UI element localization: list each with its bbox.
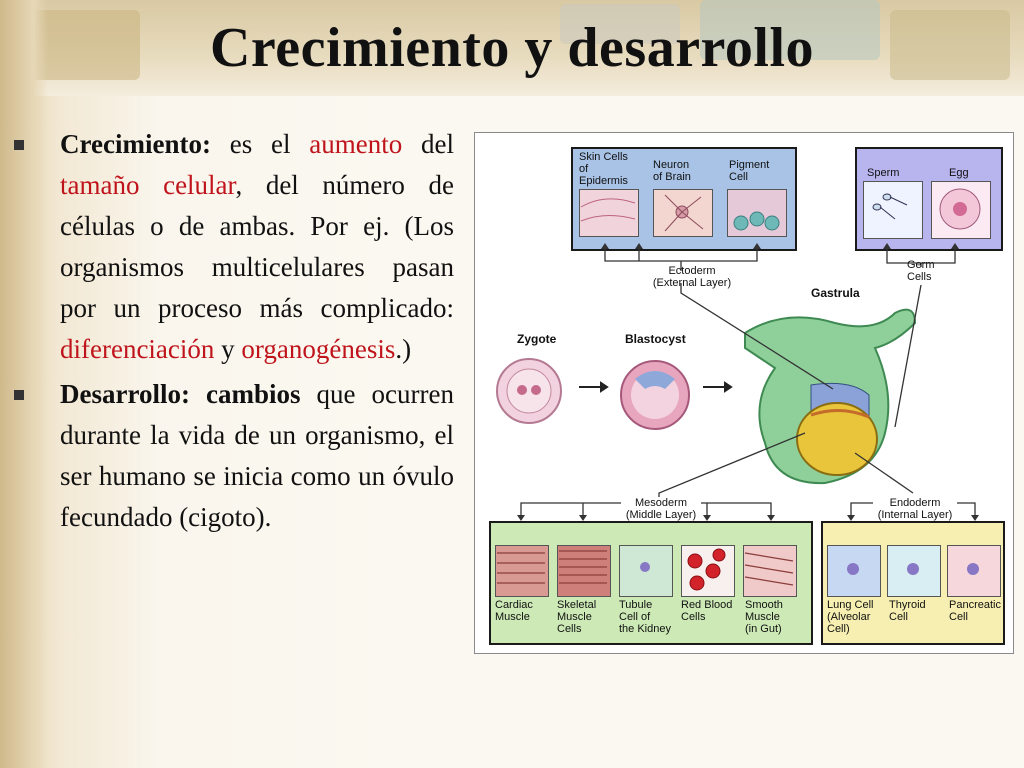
- highlight: tamaño celular: [60, 170, 236, 200]
- highlight: diferenciación: [60, 334, 215, 364]
- bullet-list: Crecimiento: es el aumento del tamaño ce…: [14, 124, 454, 542]
- text: que ocurren durante la vida de un organi…: [60, 379, 454, 532]
- blastocyst-icon: [620, 360, 690, 430]
- term: Crecimiento:: [60, 129, 211, 159]
- sperm-label: Sperm: [867, 167, 900, 179]
- slide-title: Crecimiento y desarrollo: [209, 17, 815, 79]
- title-band-texture: [0, 0, 1024, 96]
- ectoderm-label: Ectoderm(External Layer): [652, 265, 732, 289]
- zygote-icon: [496, 358, 562, 424]
- text: es el: [210, 129, 310, 159]
- square-bullet-icon: [14, 390, 24, 400]
- skeletal-muscle-image: [557, 545, 611, 597]
- blastocyst-label: Blastocyst: [625, 332, 686, 346]
- term: Desarrollo:: [60, 379, 190, 409]
- bullet-text: Desarrollo: cambios que ocurren durante …: [60, 374, 454, 538]
- bold-word: cambios: [206, 379, 301, 409]
- sperm-image: [863, 181, 923, 239]
- cardiac-muscle-image: [495, 545, 549, 597]
- bullet-desarrollo: Desarrollo: cambios que ocurren durante …: [14, 374, 454, 538]
- mesoderm-label: Mesoderm(Middle Layer): [621, 497, 701, 521]
- gastrula-label: Gastrula: [811, 286, 860, 300]
- text: del: [402, 129, 454, 159]
- highlight: aumento: [309, 129, 403, 159]
- text: [190, 379, 206, 409]
- left-texture-strip: [0, 0, 48, 768]
- egg-label: Egg: [949, 167, 969, 179]
- text: , del número de células o de ambas. Por …: [60, 170, 454, 323]
- skin-cell-image: [579, 189, 639, 237]
- zygote-label: Zygote: [517, 332, 557, 346]
- bullet-crecimiento: Crecimiento: es el aumento del tamaño ce…: [14, 124, 454, 370]
- endoderm-label: Endoderm(Internal Layer): [873, 497, 957, 521]
- bullet-text: Crecimiento: es el aumento del tamaño ce…: [60, 124, 454, 370]
- gastrula-icon: [744, 308, 917, 485]
- embryo-diagram: [496, 188, 981, 591]
- square-bullet-icon: [14, 140, 24, 150]
- neuron-icon: [664, 194, 704, 232]
- text: .): [395, 334, 412, 364]
- highlight: organogénesis: [241, 334, 396, 364]
- text: y: [214, 334, 242, 364]
